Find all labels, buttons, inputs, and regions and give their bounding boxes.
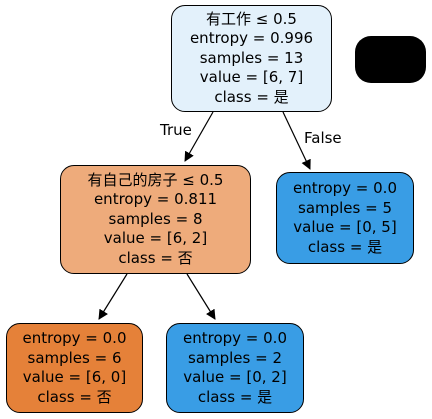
node-condition: 有工作 ≤ 0.5	[206, 9, 297, 28]
edge-label-false: False	[304, 129, 342, 147]
edge-label-true: True	[160, 121, 192, 139]
node-entropy: entropy = 0.0	[22, 329, 127, 347]
node-samples: samples = 8	[108, 209, 203, 228]
node-condition: 有自己的房子 ≤ 0.5	[87, 170, 224, 189]
edge-root-to-right	[282, 111, 311, 170]
node-samples: samples = 6	[27, 348, 122, 367]
redaction-box	[355, 36, 426, 83]
node-value: value = [6, 7]	[199, 68, 304, 87]
node-entropy: entropy = 0.811	[93, 190, 218, 209]
node-value: value = [6, 0]	[22, 368, 127, 386]
node-value: value = [6, 2]	[103, 229, 208, 248]
node-samples: samples = 13	[199, 48, 304, 67]
edge-left-to-leftright	[186, 273, 216, 320]
node-value: value = [0, 5]	[293, 218, 397, 236]
node-class: class = 是	[197, 387, 273, 406]
tree-node-root: 有工作 ≤ 0.5 entropy = 0.996 samples = 13 v…	[171, 5, 332, 112]
tree-node-right-leaf: entropy = 0.0 samples = 5 value = [0, 5]…	[276, 172, 414, 264]
node-class: class = 是	[307, 237, 383, 256]
node-entropy: entropy = 0.0	[293, 179, 397, 197]
edge-left-to-leftleft	[98, 273, 128, 320]
node-class: class = 否	[37, 387, 112, 406]
tree-node-leftright-leaf: entropy = 0.0 samples = 2 value = [0, 2]…	[166, 323, 304, 413]
node-samples: samples = 5	[298, 198, 392, 217]
node-value: value = [0, 2]	[183, 368, 287, 386]
node-entropy: entropy = 0.0	[183, 329, 287, 347]
node-class: class = 是	[214, 87, 289, 106]
edge-root-to-left	[184, 111, 214, 162]
node-samples: samples = 2	[188, 348, 282, 367]
node-entropy: entropy = 0.996	[189, 29, 314, 48]
node-class: class = 否	[118, 248, 193, 267]
tree-node-leftleft-leaf: entropy = 0.0 samples = 6 value = [6, 0]…	[6, 323, 143, 413]
tree-node-left: 有自己的房子 ≤ 0.5 entropy = 0.811 samples = 8…	[60, 165, 251, 274]
